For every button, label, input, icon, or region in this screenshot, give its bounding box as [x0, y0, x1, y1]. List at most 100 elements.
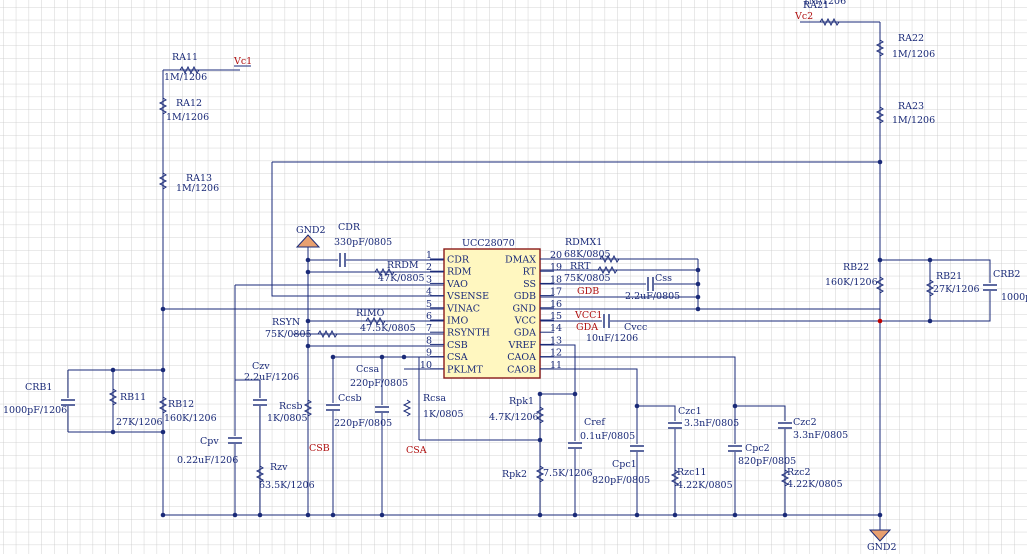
net-label-gdb: GDB	[577, 286, 599, 297]
resistor-rimo	[365, 316, 386, 326]
value-rrdm: 47K/0805	[378, 273, 425, 284]
net-label-gnd2-bottom: GND2	[867, 542, 897, 553]
ic-pin-1-name: CDR	[447, 255, 470, 266]
resistor-ra21	[819, 17, 840, 27]
capacitor-cpv	[228, 436, 242, 444]
resistor-rsyn	[317, 329, 338, 339]
value-ccsa: 220pF/0805	[350, 378, 408, 389]
ref-css: Css	[655, 273, 672, 284]
ic-pin-13-name: VREF	[507, 340, 536, 351]
ref-rb11: RB11	[120, 392, 146, 403]
value-rzc11: 4.22K/0805	[677, 480, 733, 491]
ref-ra12: RA12	[176, 98, 202, 109]
ref-cvcc: Cvcc	[624, 322, 647, 333]
ic-pin-15-name: VCC	[514, 316, 536, 327]
ref-cpv: Cpv	[200, 436, 219, 447]
ic-pin-3-number: 3	[426, 274, 432, 285]
value-crb2: 1000p	[1001, 292, 1027, 303]
resistor-rcsb	[303, 399, 313, 417]
resistor-ra22	[875, 39, 885, 57]
resistor-ra13	[158, 172, 168, 190]
value-ra21: 1M/1206	[803, 0, 846, 7]
value-rpk2: 7.5K/1206	[543, 468, 593, 479]
ic-pin-11-number: 11	[550, 360, 562, 371]
value-cpv: 0.22uF/1206	[177, 455, 238, 466]
ref-ra21: RA21	[803, 0, 829, 11]
ref-ra11: RA11	[172, 52, 198, 63]
ref-rzc11: Rzc11	[677, 467, 707, 478]
ic-pin-20-name: DMAX	[505, 255, 536, 266]
ref-cdr: CDR	[338, 222, 361, 233]
net-labels: Vc1 Vc2 GND2 GND2 GDB VCC1 GDA CSB CSA	[233, 11, 897, 553]
resistor-symbols	[108, 17, 935, 487]
value-ra22: 1M/1206	[892, 49, 935, 60]
value-rb12: 160K/1206	[164, 413, 217, 424]
capacitor-symbols	[61, 253, 997, 452]
ref-rpk1: Rpk1	[509, 396, 534, 407]
ref-czc1: Czc1	[678, 406, 702, 417]
ic-pin-14-name: GDA	[514, 328, 536, 339]
value-ra23: 1M/1206	[892, 115, 935, 126]
value-rb11: 27K/1206	[116, 417, 163, 428]
capacitor-cref	[568, 441, 582, 449]
ic-pin-18-name: SS	[523, 279, 536, 290]
ic-pin-16-number: 16	[550, 299, 562, 310]
value-czc2: 3.3nF/0805	[793, 430, 848, 441]
component-labels: RA111M/1206RA121M/1206RA131M/1206RA221M/…	[3, 0, 1027, 491]
wires	[67, 21, 991, 530]
capacitor-cpc1	[630, 444, 644, 452]
value-rsyn: 75K/0805	[265, 329, 312, 340]
ic-pin-8-number: 8	[426, 335, 432, 346]
ic-pin-3-name: VAO	[446, 279, 468, 290]
ic-pin-2-name: RDM	[447, 267, 472, 278]
value-ra13: 1M/1206	[176, 183, 219, 194]
ref-rb21: RB21	[936, 271, 962, 282]
value-ccsb: 220pF/0805	[334, 418, 392, 429]
ref-czv: Czv	[252, 361, 270, 372]
resistor-rrdm	[374, 267, 395, 277]
value-rzc2: 4.22K/0805	[787, 479, 843, 490]
value-rcsa: 1K/0805	[423, 409, 464, 420]
ref-ra13: RA13	[186, 173, 212, 184]
ic-pin-2-number: 2	[426, 262, 432, 273]
ic-pin-18-number: 18	[550, 274, 562, 285]
ref-rzc2: Rzc2	[787, 467, 811, 478]
ic-body	[443, 248, 541, 379]
gnd2-top-symbol	[295, 234, 321, 248]
ref-rsyn: RSYN	[272, 317, 300, 328]
capacitor-czc1	[668, 421, 682, 429]
ic-pin-10-number: 10	[420, 360, 432, 371]
ic-pin-16-name: GND	[512, 303, 536, 314]
value-rzv: 63.5K/1206	[259, 480, 315, 491]
value-ra11: 1M/1206	[164, 72, 207, 83]
ref-rcsb: Rcsb	[279, 401, 302, 412]
value-czv: 2.2uF/1206	[244, 372, 299, 383]
value-rb22: 160K/1206	[825, 277, 878, 288]
net-label-gnd2-top: GND2	[296, 225, 326, 236]
ref-rimo: RIMO	[356, 308, 385, 319]
ref-ra22: RA22	[898, 33, 924, 44]
gnd2-bottom-symbol	[868, 529, 892, 542]
value-cdr: 330pF/0805	[334, 237, 392, 248]
value-crb1: 1000pF/1206	[3, 405, 67, 416]
resistor-rzc2	[780, 469, 790, 487]
ic-pin-20-number: 20	[550, 250, 562, 261]
ic-pin-17-name: GDB	[514, 291, 536, 302]
capacitor-cdr	[338, 253, 346, 267]
ic-pin-5-number: 5	[426, 299, 432, 310]
capacitor-crb1	[61, 398, 75, 406]
resistor-rb21	[925, 279, 935, 297]
ic-pin-7-number: 7	[426, 323, 432, 334]
value-cvcc: 10uF/1206	[586, 333, 638, 344]
ref-ra23: RA23	[898, 101, 924, 112]
ref-cpc1: Cpc1	[612, 459, 637, 470]
ic-pin-6-number: 6	[426, 311, 432, 322]
ic-pin-10-name: PKLMT	[447, 364, 484, 375]
ic-pin-17-number: 17	[550, 287, 562, 298]
junctions	[110, 159, 933, 518]
ic-pin-4-number: 4	[426, 287, 432, 298]
ic-pin-12-number: 12	[550, 348, 562, 359]
ref-ccsb: Ccsb	[338, 393, 362, 404]
